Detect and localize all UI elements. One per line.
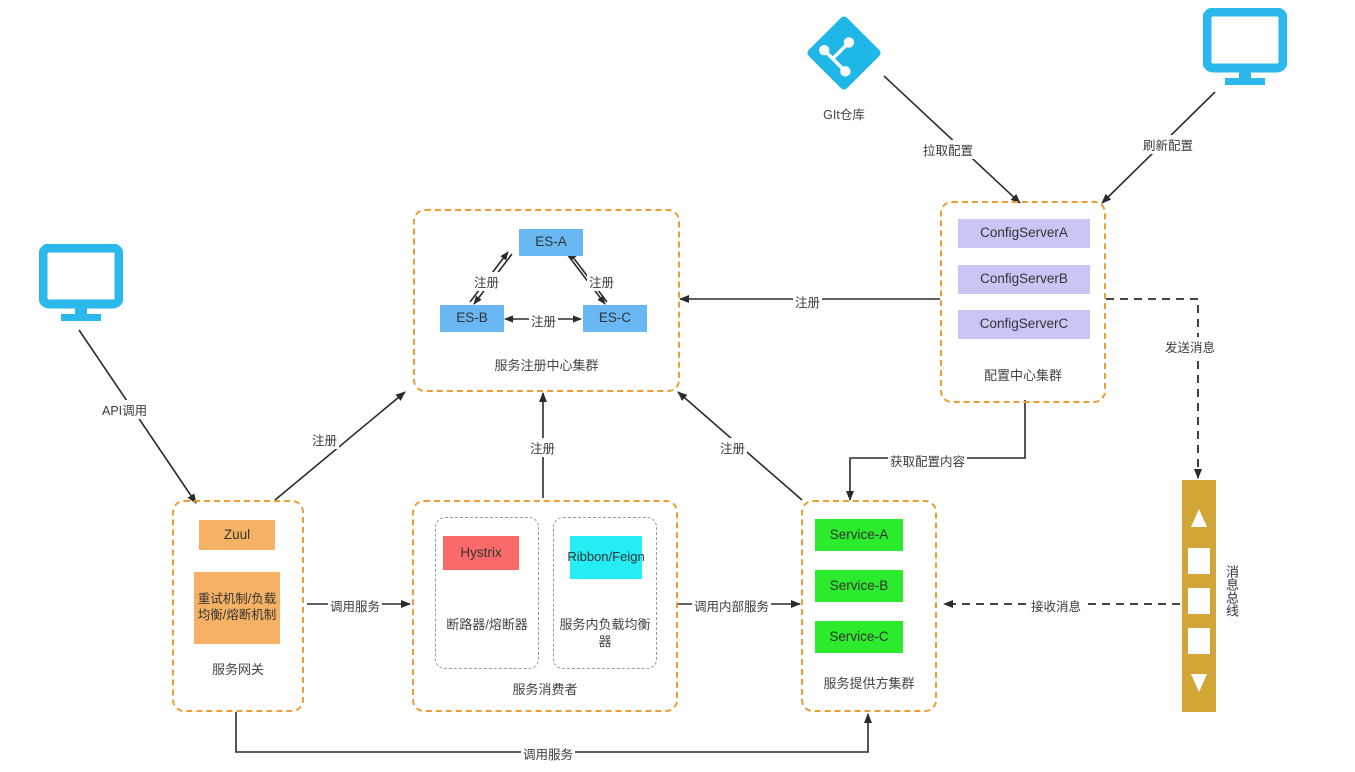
group-service-provider: 服务提供方集群: [801, 500, 937, 712]
message-bus-slot: [1188, 548, 1210, 574]
edge-label-pull-config: 拉取配置: [921, 140, 976, 159]
node-config-server-b[interactable]: ConfigServerB: [958, 265, 1090, 294]
node-config-server-c[interactable]: ConfigServerC: [958, 310, 1090, 339]
node-es-c[interactable]: ES-C: [583, 305, 647, 332]
group-provider-caption: 服务提供方集群: [823, 676, 915, 691]
edge-label-api-call: API调用: [100, 400, 150, 419]
group-service-gateway: 服务网关: [172, 500, 304, 712]
edge-label-gateway-register: 注册: [310, 430, 340, 449]
message-bus-label: 消息总线: [1224, 565, 1239, 617]
edge-label-call-internal-service: 调用内部服务: [692, 596, 772, 615]
edge-label-provider-register: 注册: [718, 438, 748, 457]
message-bus-slot: [1188, 588, 1210, 614]
node-service-c[interactable]: Service-C: [815, 621, 903, 653]
group-config-center: 配置中心集群: [940, 201, 1106, 403]
node-config-server-c-label: ConfigServerC: [979, 316, 1069, 332]
git-repo-caption: GIt仓库: [823, 108, 865, 122]
node-config-server-a-label: ConfigServerA: [980, 225, 1068, 241]
node-hystrix[interactable]: Hystrix: [443, 536, 519, 570]
group-registry-caption: 服务注册中心集群: [494, 358, 599, 373]
group-gateway-caption: 服务网关: [211, 662, 264, 677]
edge-label-consumer-register: 注册: [528, 438, 558, 457]
node-service-c-label: Service-C: [829, 628, 889, 644]
node-config-server-b-label: ConfigServerB: [980, 271, 1068, 287]
edge-label-call-service-bottom: 调用服务: [521, 744, 576, 763]
subgroup-circuit-breaker: [435, 517, 539, 669]
node-service-b[interactable]: Service-B: [815, 570, 903, 602]
edge-label-call-service: 调用服务: [328, 596, 383, 615]
group-consumer-caption: 服务消费者: [512, 682, 578, 697]
message-bus-slot: [1188, 628, 1210, 654]
edge-label-config-register: 注册: [793, 292, 823, 311]
monitor-icon: [38, 243, 124, 328]
git-repo-icon: [803, 12, 885, 94]
node-gateway-mechanisms-label: 重试机制/负载均衡/熔断机制: [197, 592, 277, 622]
node-es-a[interactable]: ES-A: [519, 229, 583, 256]
edge-label-fetch-config-content: 获取配置内容: [888, 451, 968, 470]
group-config-center-caption: 配置中心集群: [983, 368, 1062, 383]
edge-label-registry-bottom: 注册: [529, 311, 559, 330]
node-ribbon-feign[interactable]: Ribbon/Feign: [567, 536, 645, 579]
node-es-c-label: ES-C: [598, 310, 632, 326]
subgroup-load-balancer-caption: 服务内负载均衡器: [559, 617, 651, 649]
node-hystrix-label: Hystrix: [460, 544, 502, 560]
group-service-consumer: 服务消费者: [412, 500, 678, 712]
edge-label-refresh-config: 刷新配置: [1141, 135, 1196, 154]
edge-label-receive-message: 接收消息: [1029, 596, 1084, 615]
node-service-a-label: Service-A: [829, 526, 889, 542]
edge-label-send-message: 发送消息: [1163, 337, 1218, 356]
node-service-b-label: Service-B: [829, 577, 889, 593]
node-config-server-a[interactable]: ConfigServerA: [958, 219, 1090, 248]
group-registry-cluster: 服务注册中心集群: [413, 209, 680, 392]
monitor-icon: [1202, 7, 1288, 92]
node-gateway-mechanisms[interactable]: 重试机制/负载均衡/熔断机制: [194, 572, 280, 644]
subgroup-circuit-breaker-caption: 断路器/熔断器: [446, 617, 528, 632]
edge-label-registry-left: 注册: [472, 272, 502, 291]
subgroup-load-balancer: [553, 517, 657, 669]
node-es-b-label: ES-B: [456, 310, 488, 326]
node-zuul[interactable]: Zuul: [199, 520, 275, 550]
node-service-a[interactable]: Service-A: [815, 519, 903, 551]
node-ribbon-feign-label: Ribbon/Feign: [567, 549, 645, 565]
node-zuul-label: Zuul: [223, 526, 251, 542]
edge-label-registry-right: 注册: [587, 272, 617, 291]
node-es-b[interactable]: ES-B: [440, 305, 504, 332]
node-es-a-label: ES-A: [535, 234, 567, 250]
